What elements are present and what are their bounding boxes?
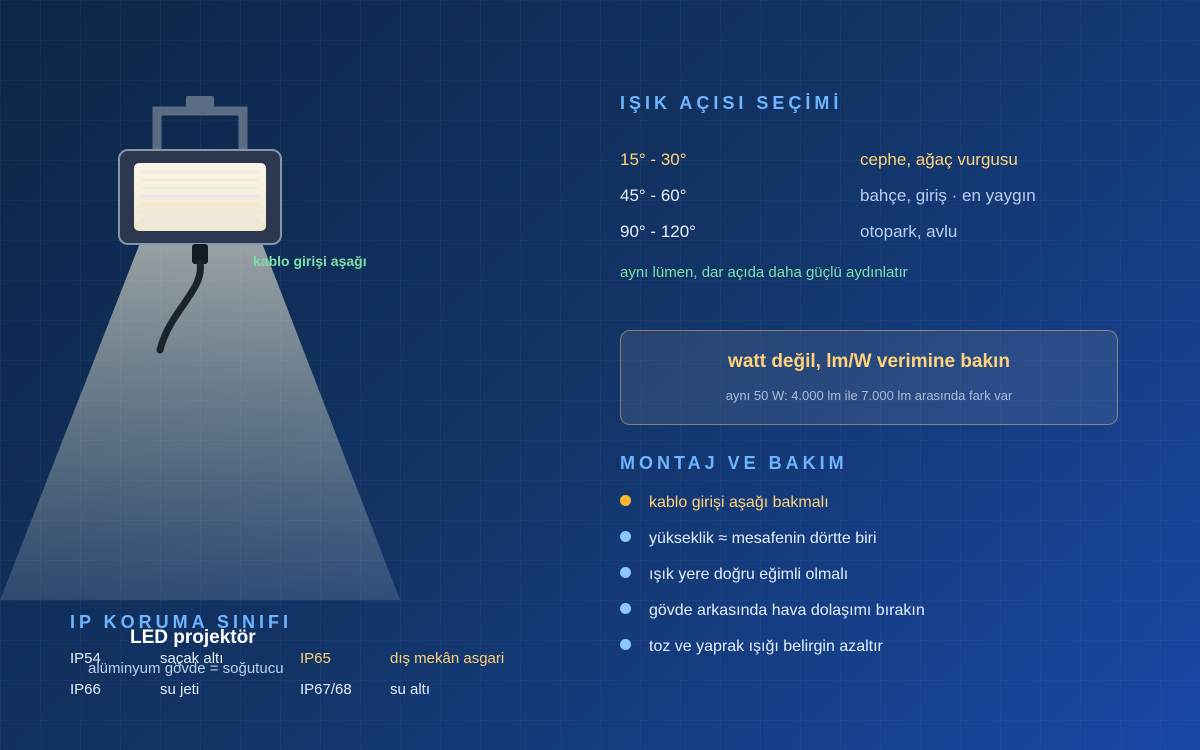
beam-angle-use: bahçe, giriş · en yaygın [860,186,1036,205]
mounting-list-item: kablo girişi aşağı bakmalı [620,494,829,512]
cable-gland [192,244,208,264]
ip-class-code: IP67/68 [300,681,352,698]
tip-subtitle: aynı 50 W: 4.000 lm ile 7.000 lm arasınd… [725,388,1013,403]
ip-class-desc: su altı [390,681,431,698]
mounting-heading: MONTAJ VE BAKIM [620,453,848,473]
mounting-list-item: toz ve yaprak ışığı belirgin azaltır [620,638,883,656]
ip-class-heading: IP KORUMA SINIFI [70,612,293,632]
mounting-list-item: gövde arkasında hava dolaşımı bırakın [620,602,925,620]
tip-title: watt değil, lm/W verimine bakın [728,351,1010,372]
mounting-item-text: ışık yere doğru eğimli olmalı [649,566,849,583]
mounting-item-text: gövde arkasında hava dolaşımı bırakın [649,602,925,619]
bullet-dot-icon [620,531,631,542]
mounting-item-text: toz ve yaprak ışığı belirgin azaltır [649,638,883,655]
beam-angle-note: aynı lümen, dar açıda daha güçlü aydınla… [620,264,908,281]
cable-entry-label: kablo girişi aşağı [253,253,367,269]
beam-angle-use: cephe, ağaç vurgusu [860,150,1018,169]
ip-class-desc: dış mekân asgari [390,650,505,667]
beam-angle-heading: IŞIK AÇISI SEÇİMİ [620,93,843,113]
beam-angle-value: 90° - 120° [620,222,696,241]
led-stripes [140,170,260,222]
device-subtitle: alüminyum gövde = soğutucu [88,660,284,677]
mounting-item-text: kablo girişi aşağı bakmalı [649,494,829,511]
ip-class-code: IP66 [70,681,101,698]
ip-class-code: IP65 [300,650,331,667]
beam-angle-value: 45° - 60° [620,186,687,205]
power-cable [156,258,204,354]
bullet-dot-icon [620,495,631,506]
device-title: LED projektör [130,627,256,648]
bullet-dot-icon [620,567,631,578]
mounting-item-text: yükseklik ≈ mesafenin dörtte biri [649,530,877,547]
ip-class-desc: su jeti [160,681,200,698]
bullet-dot-icon [620,603,631,614]
bullet-dot-icon [620,639,631,650]
mounting-bracket [152,106,248,150]
beam-angle-use: otopark, avlu [860,222,958,241]
light-beam [0,243,400,600]
flood-light-illustration [0,96,400,600]
ip-class-desc: saçak altı [160,650,224,667]
mounting-list-item: ışık yere doğru eğimli olmalı [620,566,848,584]
efficiency-tip-box: watt değil, lm/W verimine bakın aynı 50 … [620,330,1118,425]
ip-class-code: IP54 [70,650,101,667]
mounting-list-item: yükseklik ≈ mesafenin dörtte biri [620,530,877,548]
beam-angle-value: 15° - 30° [620,150,687,169]
